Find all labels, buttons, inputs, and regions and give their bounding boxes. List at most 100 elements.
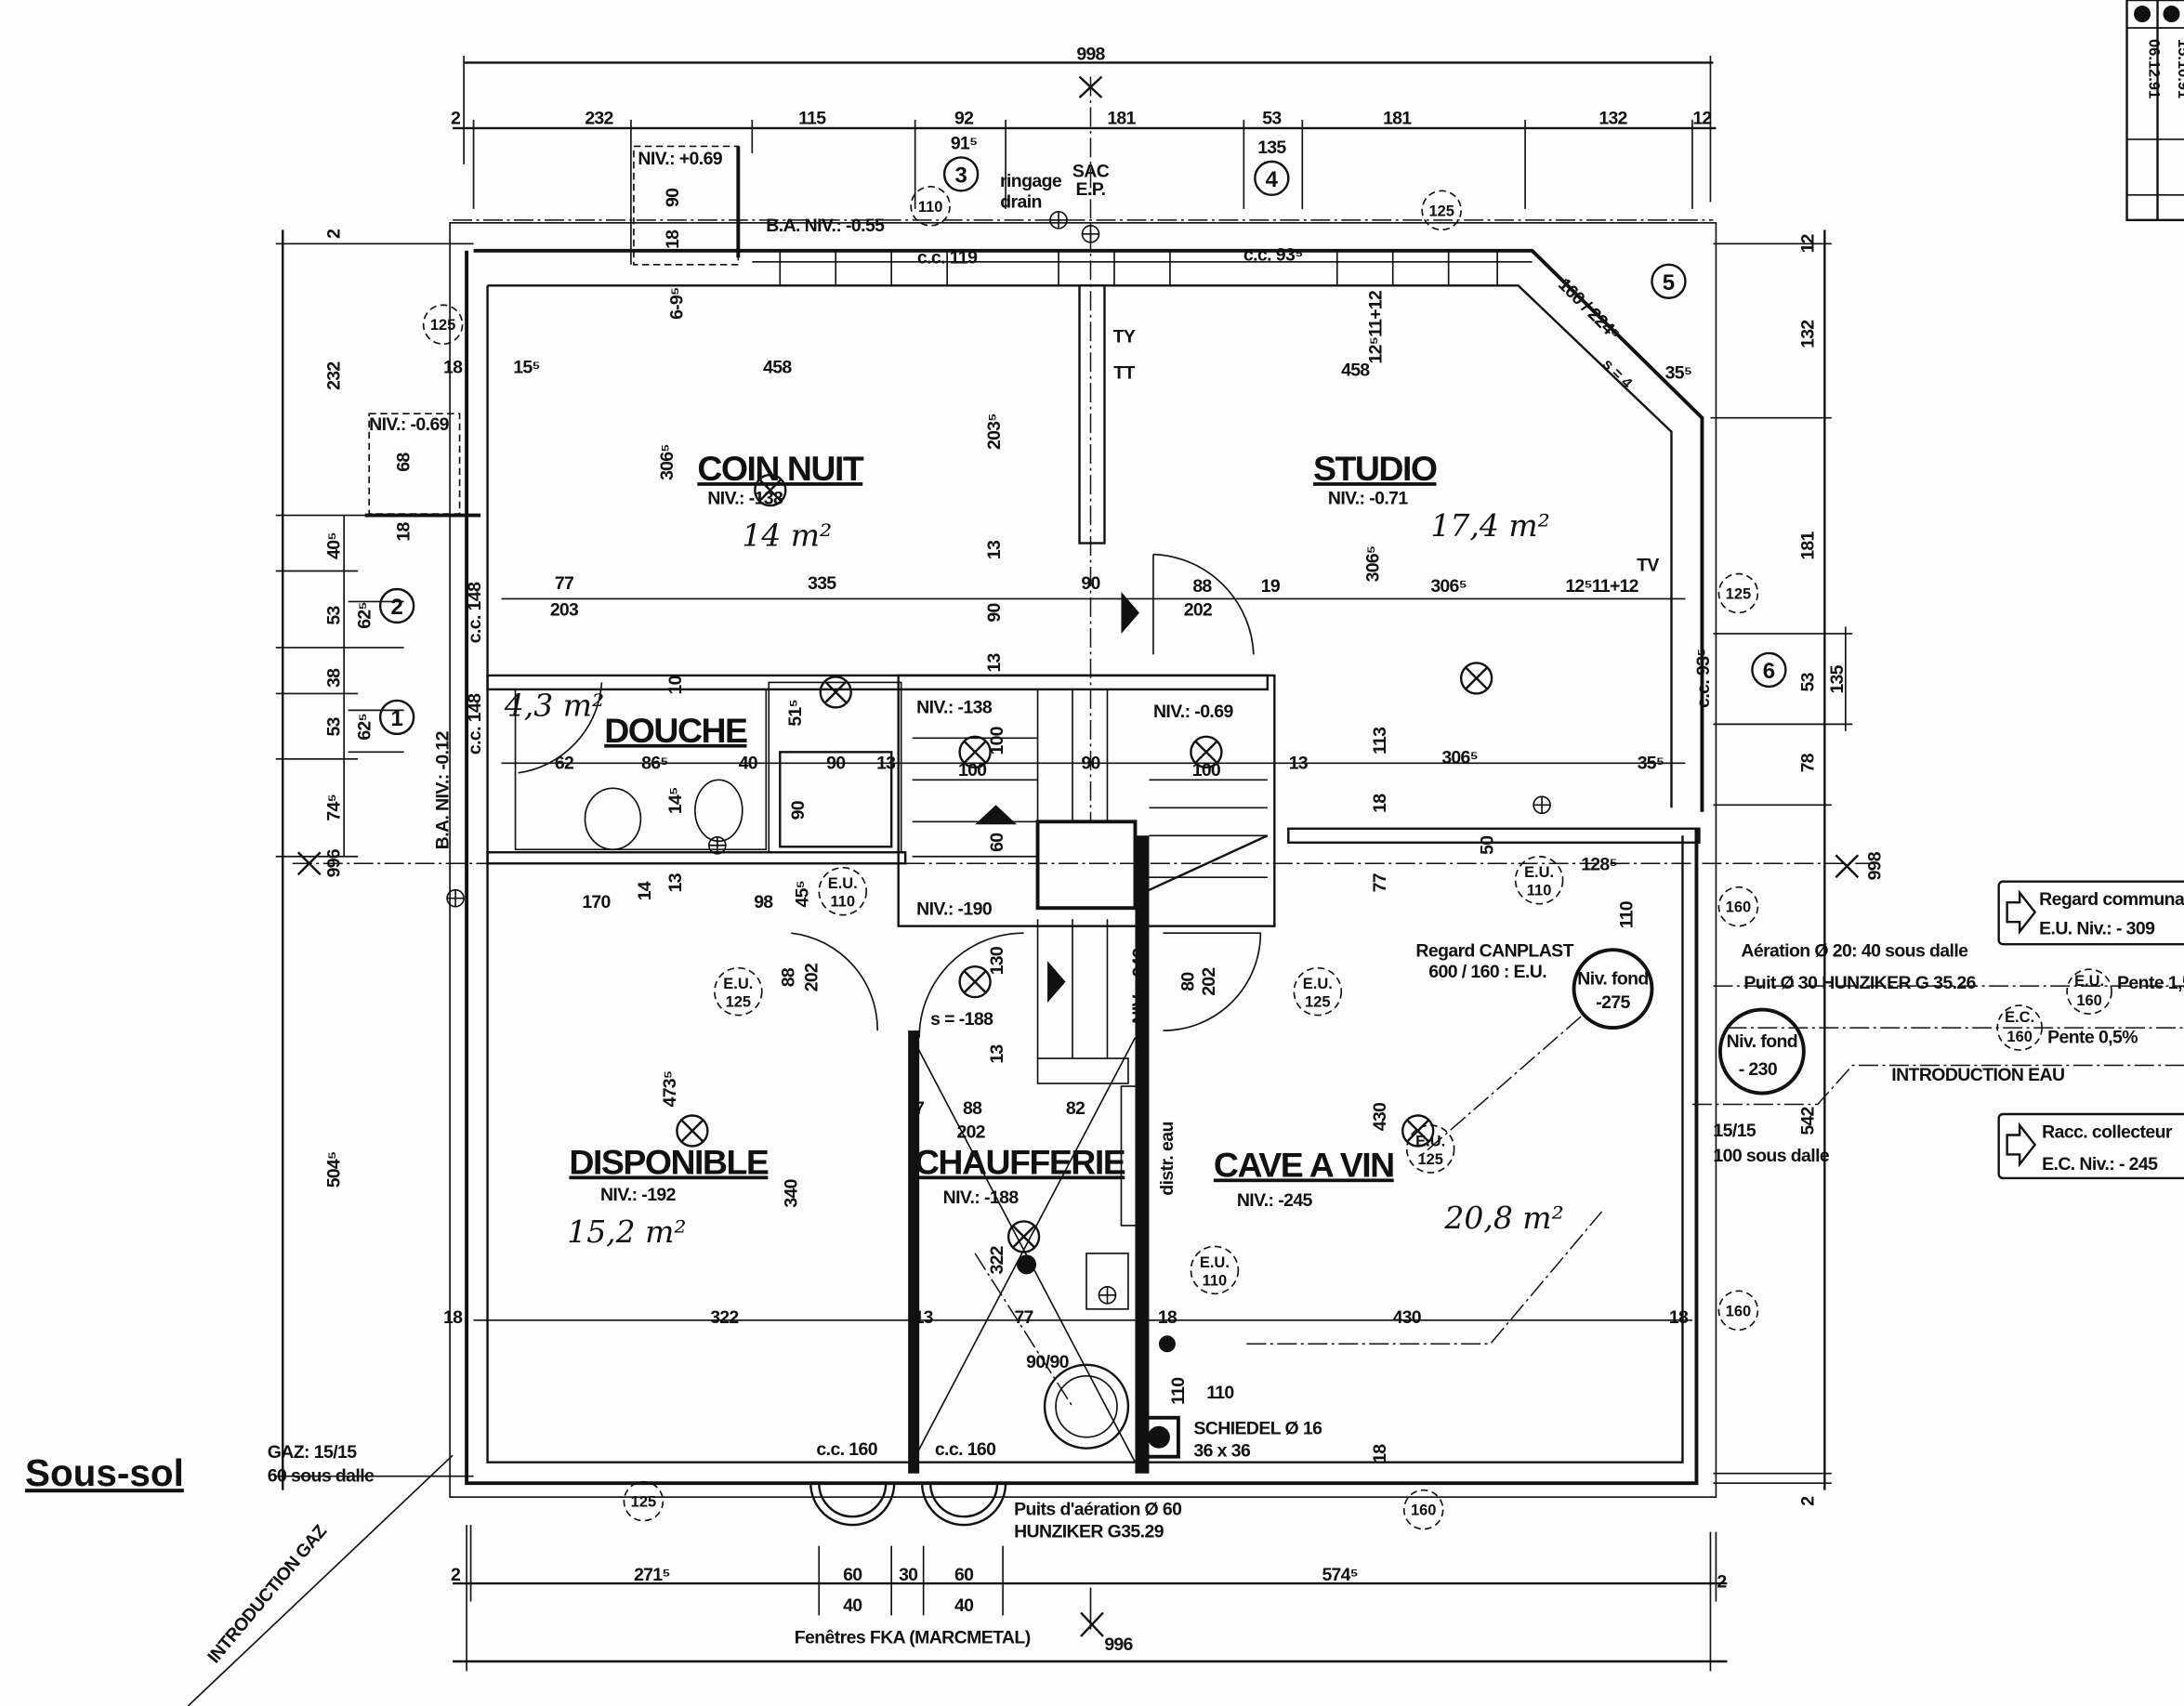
- dimension-label: 92: [954, 108, 974, 128]
- dimension-label: 13: [984, 540, 1005, 559]
- dimension-label: 18: [663, 230, 683, 249]
- pipe-marker: 160: [1726, 899, 1751, 916]
- legend-label: Pente 1,5%: [2117, 973, 2184, 993]
- arrow-right-icon: [2006, 1122, 2037, 1168]
- room-name: COIN NUIT: [697, 449, 864, 488]
- dimension-label: 60: [954, 1565, 974, 1585]
- socket-icon: [446, 888, 465, 908]
- dimension-label: 18: [443, 358, 463, 378]
- eu-marker: E.U.: [1200, 1254, 1230, 1271]
- dimension-label: 77: [1370, 873, 1390, 892]
- arrow-right-icon: [2006, 889, 2037, 936]
- manhole-label: Niv. fond: [1577, 969, 1648, 990]
- room-level: NIV.: -0.71: [1328, 489, 1409, 509]
- pipe-marker: 125: [631, 1494, 656, 1511]
- annotation: GAZ: 15/15: [268, 1442, 357, 1463]
- annotation: INTRODUCTION EAU: [1891, 1065, 2064, 1085]
- dimension-label: 12: [1692, 108, 1712, 128]
- annotation: 15/15: [1713, 1121, 1756, 1141]
- dimension-label: 91⁵: [951, 133, 978, 153]
- dimension-label: 202: [802, 963, 822, 991]
- dimension-lines: [275, 55, 2184, 1672]
- axis-marker: 5: [1663, 270, 1675, 295]
- socket-icon: [708, 835, 727, 855]
- dimension-label: 88: [963, 1098, 982, 1119]
- dimension-label: 40⁵: [324, 532, 345, 559]
- annotation: Puits d'aération Ø 60: [1014, 1500, 1182, 1520]
- room-level: NIV.: -138: [707, 489, 783, 509]
- dimension-label: 77: [555, 573, 573, 594]
- socket-icon: [1533, 795, 1551, 815]
- dimension-label: 271⁵: [634, 1565, 670, 1585]
- dimension-label: 45⁵: [792, 881, 812, 908]
- dimension-label: 340: [781, 1178, 801, 1207]
- room-level: NIV.: -245: [1237, 1190, 1313, 1211]
- dimension-label: 53: [1262, 108, 1282, 128]
- floor-drain-icon: [1017, 1254, 1037, 1275]
- dimension-label: 77: [1014, 1307, 1033, 1328]
- dimension-label: 170: [582, 892, 611, 912]
- dimension-label: 132: [1599, 108, 1627, 128]
- room-area: 14 m²: [742, 518, 832, 554]
- legend-label: Pente 0,5%: [2047, 1028, 2138, 1048]
- eu-marker-circle: [1514, 855, 1564, 905]
- dimension-label: 232: [324, 361, 345, 390]
- eu-marker: 125: [726, 994, 751, 1011]
- annotation: TV: [1637, 556, 1659, 576]
- annotation: SAC: [1072, 161, 1110, 181]
- dimension-label: 78: [1797, 753, 1818, 772]
- legend-label: Racc. collecteur: [2042, 1122, 2173, 1142]
- legend-marker-circle: [1996, 1004, 2043, 1051]
- dimension-label: 14: [635, 881, 655, 900]
- dimension-label: 202: [956, 1122, 985, 1142]
- dimension-label: 50: [1478, 835, 1498, 855]
- eu-marker-circle: [818, 866, 868, 916]
- plan-title: Sous-sol: [25, 1451, 184, 1494]
- eu-marker: 110: [830, 894, 855, 911]
- manhole-label: -275: [1596, 992, 1630, 1013]
- eu-marker-circle: [714, 966, 763, 1017]
- dimension-label: 53: [1797, 672, 1818, 691]
- dimension-label: 15⁵: [513, 358, 540, 378]
- annotation: Fenêtres FKA (MARCMETAL): [795, 1628, 1031, 1648]
- dimension-label: 2: [324, 229, 345, 239]
- level-label: NIV.: +0.69: [638, 149, 722, 169]
- dimension-label: 74⁵: [324, 794, 345, 821]
- dimension-label: 306⁵: [657, 444, 678, 480]
- eu-marker: E.U.: [1303, 976, 1333, 992]
- annotation: 100 sous dalle: [1713, 1146, 1829, 1166]
- pipe-marker-circle: [1421, 190, 1462, 231]
- legend-marker: E.C.: [2005, 1009, 2034, 1026]
- light-fixture-icon: [819, 676, 852, 709]
- dimension-label: 181: [1383, 108, 1412, 128]
- axis-marker-circle: [1254, 160, 1290, 197]
- dimension-label: 100: [1192, 760, 1221, 781]
- eu-marker: 110: [1203, 1272, 1228, 1289]
- annotation: 36 x 36: [1193, 1441, 1251, 1462]
- legend-box-racc-collecteur: [1997, 1112, 2184, 1180]
- fixtures: [446, 211, 1551, 1353]
- dimension-label: 90: [1081, 753, 1100, 773]
- dimension-label: 13: [665, 873, 686, 892]
- room-level: NIV.: -188: [943, 1188, 1020, 1208]
- pipe-marker-circle: [422, 304, 464, 346]
- dimension-label: 202: [1199, 967, 1219, 996]
- pipe-marker: 160: [1726, 1303, 1751, 1319]
- dimension-label: 13: [1289, 753, 1309, 773]
- room-name: CHAUFFERIE: [914, 1142, 1125, 1181]
- dimension-label: 90: [663, 188, 683, 207]
- annotation: HUNZIKER G35.29: [1014, 1522, 1164, 1542]
- dimension-label: 13: [914, 1307, 934, 1328]
- dimension-label: 430: [1393, 1307, 1422, 1328]
- pipe-marker-circle: [910, 186, 951, 227]
- dimension-label: 40: [843, 1595, 862, 1616]
- pipe-marker-circle: [1717, 886, 1759, 927]
- dimension-label: 53: [324, 716, 345, 736]
- dimension-label: 62⁵: [355, 602, 375, 629]
- dimension-label: 12: [1797, 233, 1818, 253]
- dimension-label: 90: [788, 800, 809, 820]
- annotation: SCHIEDEL Ø 16: [1193, 1419, 1322, 1439]
- dimension-label: 135: [1257, 138, 1286, 158]
- eu-marker-circle: [1190, 1245, 1240, 1295]
- dimension-label: 18: [394, 522, 414, 542]
